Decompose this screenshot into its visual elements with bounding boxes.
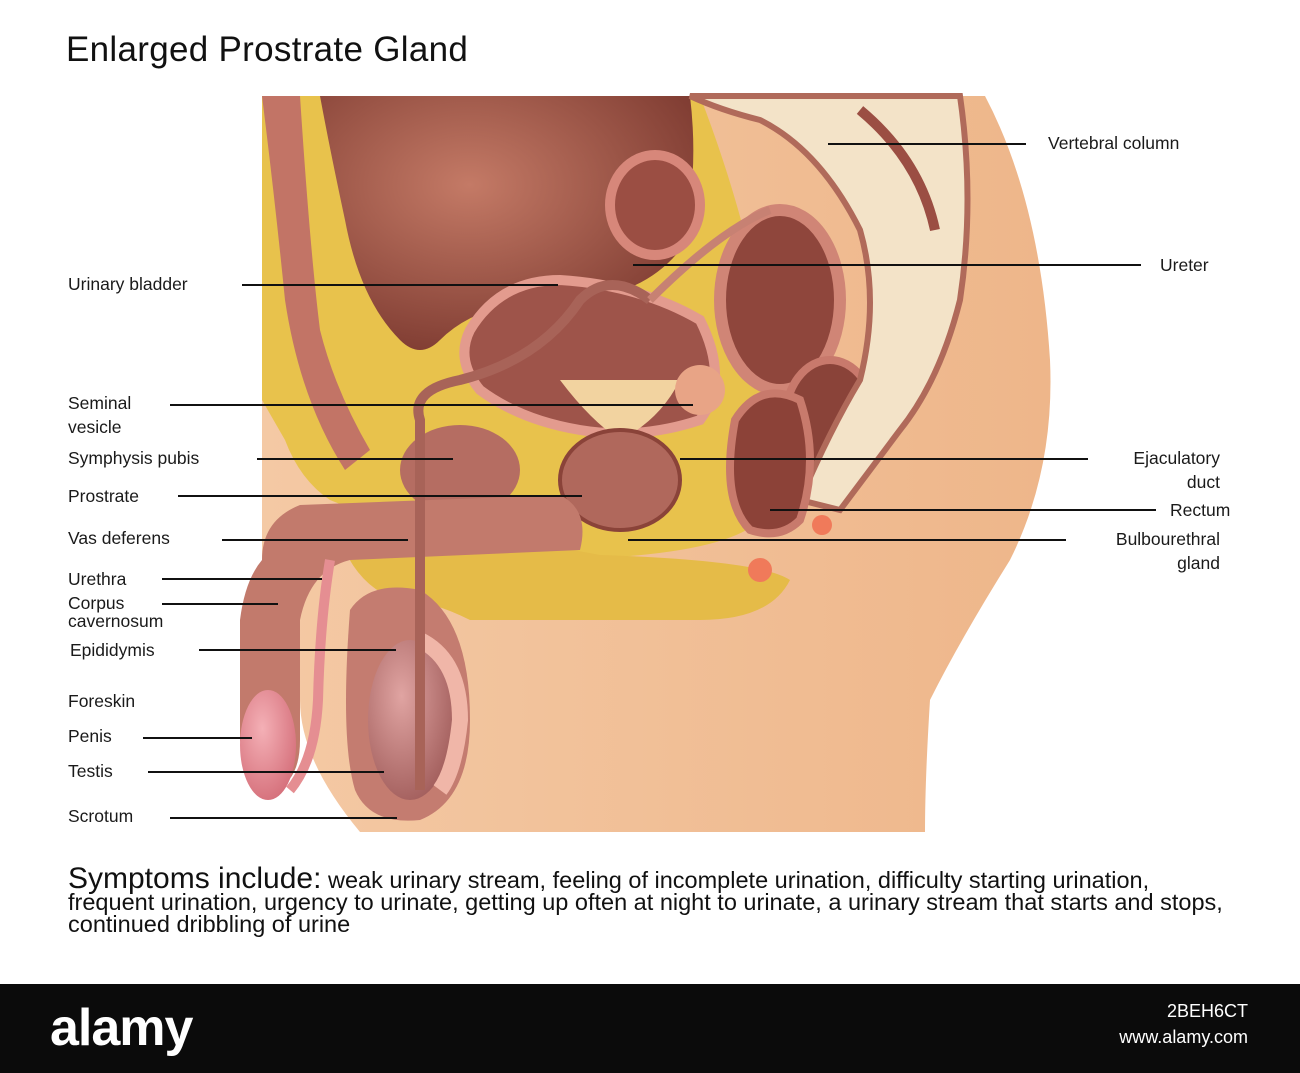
leader-symphysis-pubis (257, 458, 453, 460)
label-urinary-bladder: Urinary bladder (68, 274, 188, 294)
bladder-neck (560, 380, 680, 440)
anatomy-illustration (240, 93, 1051, 832)
leader-penis (143, 737, 252, 739)
label-ureter: Ureter (1160, 255, 1209, 275)
page-title: Enlarged Prostrate Gland (66, 30, 469, 69)
vertebral-column (688, 93, 971, 514)
footer-info: 2BEH6CT www.alamy.com (1119, 998, 1248, 1050)
leader-vas-deferens (222, 539, 408, 541)
leader-urethra (162, 578, 322, 580)
symptoms-text: Symptoms include: weak urinary stream, f… (68, 864, 1228, 937)
label-bulbourethral-gland-line1: Bulbourethral (1115, 529, 1220, 549)
label-foreskin: Foreskin (68, 691, 136, 711)
prostate-shape (558, 428, 682, 532)
label-bulbourethral-gland-line2: gland (1177, 553, 1220, 573)
leader-vertebral-column (828, 143, 1026, 145)
label-seminal-vesicle-line2: vesicle (68, 417, 122, 437)
testis-shape (368, 640, 452, 800)
label-corpus-cavernosum-line1: Corpus (68, 593, 125, 613)
leader-seminal-vesicle (170, 404, 693, 406)
label-vertebral-column: Vertebral column (1048, 133, 1180, 153)
leader-ureter (633, 264, 1141, 266)
leader-rectum (770, 509, 1156, 511)
urethra-shape (286, 559, 335, 794)
leader-urinary-bladder (242, 284, 558, 286)
seminal-vesicle-shape (675, 365, 725, 415)
symptoms-lead: Symptoms include: (68, 862, 322, 895)
epididymis-shape (416, 632, 469, 795)
brand-logo: alamy (50, 999, 193, 1057)
label-penis: Penis (68, 726, 112, 746)
leader-testis (148, 771, 384, 773)
bulbourethral-gland-shape (748, 558, 772, 582)
leader-prostrate (178, 495, 582, 497)
image-id: 2BEH6CT (1166, 1001, 1248, 1021)
spinal-canal (856, 106, 940, 232)
label-testis: Testis (68, 761, 113, 781)
label-ejaculatory-duct-line1: Ejaculatory (1133, 448, 1220, 468)
abdominal-wall (262, 96, 370, 470)
label-vas-deferens: Vas deferens (68, 528, 170, 548)
leader-ejaculatory-duct (680, 458, 1088, 460)
symptoms-list: weak urinary stream, feeling of incomple… (68, 867, 1223, 937)
label-seminal-vesicle-line1: Seminal (68, 393, 132, 413)
site-url: www.alamy.com (1119, 1027, 1248, 1047)
label-urethra: Urethra (68, 569, 127, 589)
ureter-tube (647, 206, 772, 303)
label-scrotum: Scrotum (68, 806, 134, 826)
label-symphysis-pubis: Symphysis pubis (68, 448, 200, 468)
symphysis-pubis-shape (400, 425, 520, 515)
leader-bulbourethral-gland (628, 539, 1066, 541)
rectum-shape (726, 389, 814, 538)
label-ejaculatory-duct-line2: duct (1186, 472, 1220, 492)
label-prostrate: Prostrate (68, 486, 139, 506)
vas-deferens-tube (413, 280, 653, 790)
leader-scrotum (170, 817, 397, 819)
leader-corpus-cavernosum (162, 603, 278, 605)
label-corpus-cavernosum-line2: cavernosum (68, 611, 164, 631)
footer-bar: alamy 2BEH6CT www.alamy.com (0, 984, 1300, 1073)
anal-gland-shape (812, 515, 832, 535)
label-epididymis: Epididymis (70, 640, 155, 660)
intestine-loop-1 (605, 150, 705, 260)
leader-epididymis (199, 649, 396, 651)
label-rectum: Rectum (1170, 500, 1231, 520)
glans-shape (240, 690, 296, 800)
